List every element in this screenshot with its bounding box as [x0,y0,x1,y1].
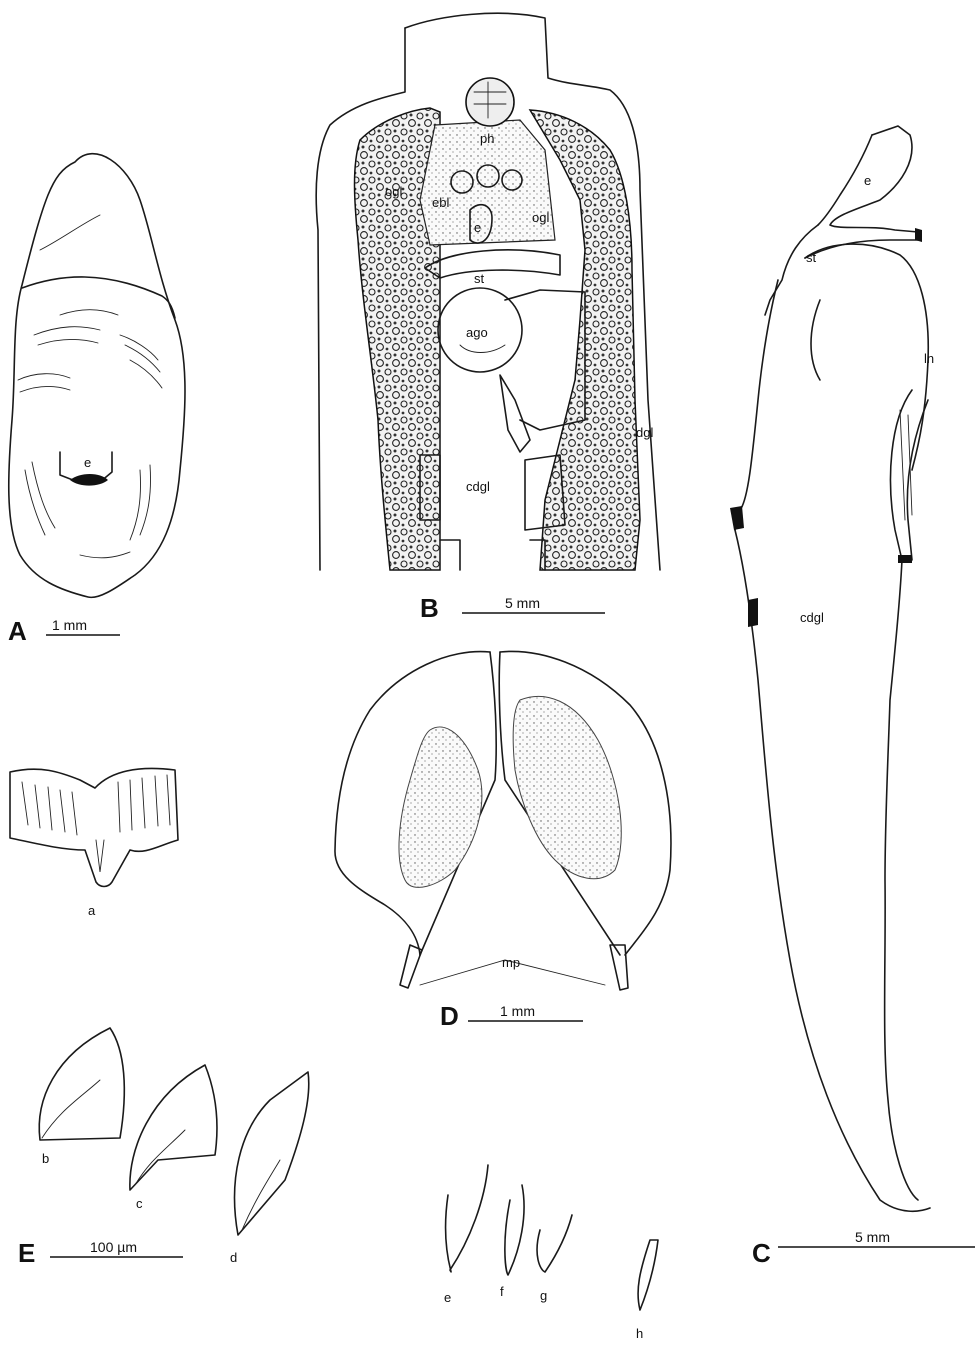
panel-b-label-ebl: ebl [432,195,449,210]
panel-c-reproductive-tract-drawing [730,126,930,1211]
label-b: b [42,1151,49,1166]
tooth-g-drawing [537,1215,572,1272]
label-e: e [444,1290,451,1305]
panel-a-scale-text: 1 mm [52,617,87,633]
tooth-f-drawing [505,1185,524,1275]
panel-b-label-ago: ago [466,325,488,340]
label-h: h [636,1326,643,1341]
tooth-c-drawing [130,1065,217,1190]
panel-d-scale-text: 1 mm [500,1003,535,1019]
tooth-b-drawing [39,1028,124,1140]
label-g: g [540,1288,547,1303]
panel-a-label-e: e [84,455,91,470]
panel-c-label-ln: ln [924,351,934,366]
panel-a-letter: A [8,616,27,646]
label-d: d [230,1250,237,1265]
panel-b-label-e: e [474,220,481,235]
panel-b-label-ogl-left: ogl [385,184,402,199]
panel-c-scale-text: 5 mm [855,1229,890,1245]
panel-c-letter: C [752,1238,771,1268]
label-a: a [88,903,96,918]
panel-d-mouthpart-drawing [335,651,671,990]
panel-e-letter: E [18,1238,35,1268]
label-c: c [136,1196,143,1211]
panel-b-label-ogl-right: ogl [532,210,549,225]
panel-d-letter: D [440,1001,459,1031]
panel-b-label-st: st [474,271,485,286]
panel-b-letter: B [420,593,439,623]
panel-b-label-cdgl: cdgl [466,479,490,494]
panel-c-label-e: e [864,173,871,188]
panel-b-scale-text: 5 mm [505,595,540,611]
tooth-d-drawing [235,1072,309,1235]
tooth-h-drawing [638,1240,658,1310]
panel-c-label-st: st [806,250,817,265]
label-f: f [500,1284,504,1299]
panel-d-label-mp: mp [502,955,520,970]
panel-b-label-dgl: dgl [636,425,653,440]
tooth-e-drawing [446,1165,488,1272]
panel-e-scale-text: 100 µm [90,1239,137,1255]
panel-c-label-cdgl: cdgl [800,610,824,625]
panel-b-label-ph: ph [480,131,494,146]
figure-a-jaw-drawing [10,768,178,886]
panel-a-body-drawing [9,154,185,598]
